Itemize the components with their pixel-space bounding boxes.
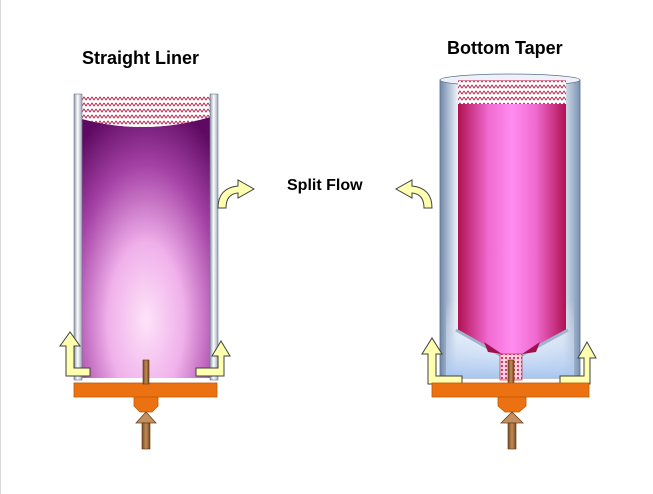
straight-liner-left-wall: [73, 93, 83, 381]
bottom-taper-base-hub: [497, 396, 527, 413]
straight-liner-needle: [142, 359, 150, 385]
bottom-taper-inlet-stem: [507, 422, 517, 450]
bottom-taper-diagram: [421, 73, 597, 450]
bottom-taper-needle: [507, 359, 515, 385]
bottom-taper-title: Bottom Taper: [447, 38, 563, 58]
straight-liner-sample-fill: [82, 117, 210, 378]
split-flow-arrow-left: [217, 179, 256, 209]
bottom-taper-right-flow-arrowhead: [522, 342, 540, 354]
bottom-taper-left-flow-arrowhead: [484, 342, 502, 354]
bottom-taper-left-flow-arrow: [421, 337, 463, 385]
page-left-border: [0, 0, 1, 494]
bottom-taper-sample-fill: [458, 104, 566, 356]
straight-liner-wool-plug: [82, 96, 210, 128]
bottom-taper-right-flow-arrow: [559, 340, 597, 385]
straight-liner-inlet-stem: [141, 422, 151, 450]
straight-liner-title: Straight Liner: [82, 48, 200, 68]
straight-liner-left-flow-arrow: [59, 331, 91, 377]
bottom-taper-base-flange: [431, 382, 590, 398]
straight-liner-inlet-cone: [135, 411, 157, 424]
straight-liner-diagram: [59, 93, 231, 450]
split-flow-arrow-right: [394, 179, 433, 209]
bottom-taper-wool-plug: [458, 80, 566, 104]
straight-liner-right-wall: [209, 93, 219, 381]
bottom-taper-inlet-cone: [500, 411, 524, 424]
straight-liner-right-flow-arrow: [195, 340, 231, 377]
split-flow-label: Split Flow: [287, 177, 363, 194]
straight-liner-base-hub: [133, 396, 159, 413]
straight-liner-base-flange: [73, 382, 218, 398]
